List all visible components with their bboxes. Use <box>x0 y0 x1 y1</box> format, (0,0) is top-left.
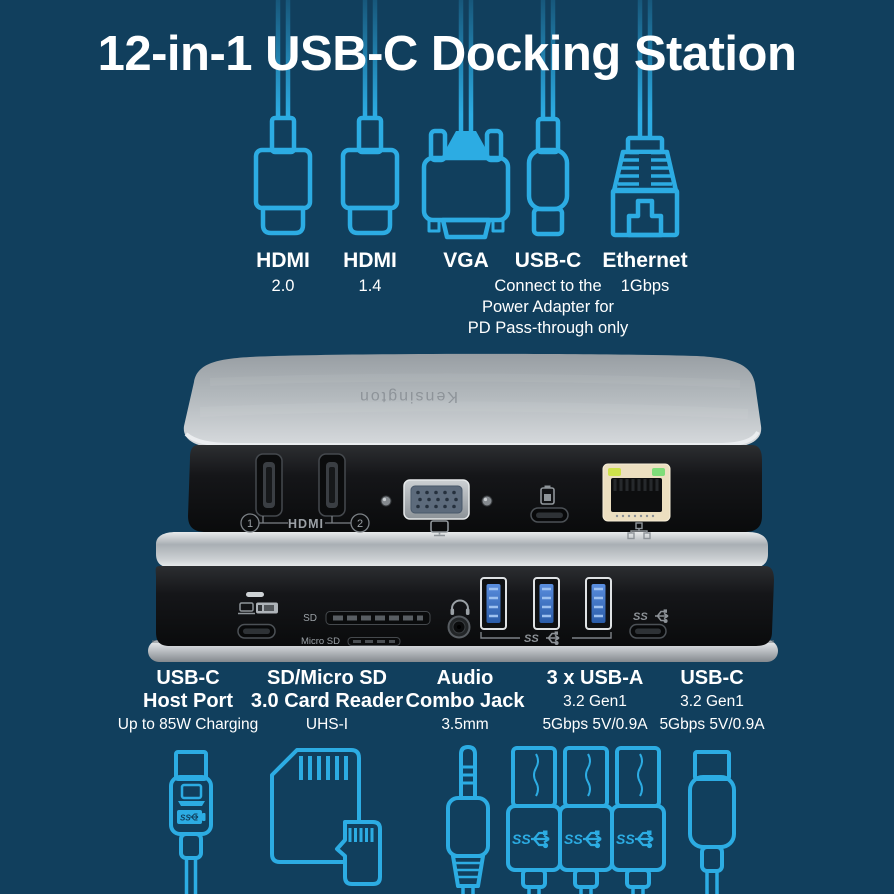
top-connector-icons <box>0 0 894 240</box>
port-name-2: Host Port <box>143 690 233 712</box>
port-label-card-reader: SD/Micro SD 3.0 Card Reader UHS-I <box>227 667 427 735</box>
port-name-2: 3.2 Gen1 <box>680 693 744 710</box>
ss-marking: SS <box>633 611 648 623</box>
dock-bottom-top-edge <box>156 532 768 568</box>
connector-name: USB-C <box>514 249 582 272</box>
dock-bottom-front-face <box>155 566 774 646</box>
hdmi-connector-icon <box>253 115 313 236</box>
hdmi-marking: HDMI <box>288 517 324 531</box>
ethernet-led-right <box>652 468 665 476</box>
vga-port <box>403 479 470 520</box>
port-spec: 5Gbps 5V/0.9A <box>542 716 648 733</box>
port-spec: 5Gbps 5V/0.9A <box>659 716 765 733</box>
ethernet-connector-icon <box>610 135 680 238</box>
port-number: 1 <box>247 518 253 530</box>
port-label-audio: Audio Combo Jack 3.5mm <box>365 667 565 735</box>
usb-c-host-port <box>237 623 276 639</box>
connector-name: Ethernet <box>602 249 688 272</box>
laptop-charging-icon <box>238 602 278 615</box>
port-label-usb-c-downstream: USB-C 3.2 Gen1 5Gbps 5V/0.9A <box>612 667 812 735</box>
connector-spec: 1.4 <box>358 277 382 295</box>
usb-a-port <box>585 577 612 630</box>
battery-icon <box>540 485 555 505</box>
ss-marking: SS <box>564 831 583 847</box>
usb-c-cable-icon <box>688 750 736 894</box>
usb-c-downstream-port <box>629 623 667 639</box>
connector-name: HDMI <box>256 249 310 272</box>
network-icon <box>627 522 651 540</box>
hdmi-port-markings <box>240 513 370 533</box>
docking-station-photo: SD Micro SD <box>148 353 778 662</box>
vga-connector-icon <box>421 128 511 240</box>
connector-label-usb-c: USB-C Connect to the Power Adapter for P… <box>438 248 658 339</box>
connector-label-vga: VGA <box>356 248 576 276</box>
port-name: USB-C <box>156 667 220 689</box>
brand-logo: Kensington <box>358 388 458 405</box>
port-name: SD/Micro SD <box>266 667 388 689</box>
superspeed-bracket-marking: SS <box>480 630 612 646</box>
dock-bottom-unit: SD Micro SD <box>148 532 778 662</box>
usb-a-cable-icon: SS <box>558 746 614 894</box>
connector-name: HDMI <box>343 249 397 272</box>
port-name-2: Combo Jack <box>405 690 525 712</box>
audio-plug-icon <box>446 745 490 894</box>
port-spec: Up to 85W Charging <box>117 716 259 733</box>
monitor-icon <box>430 520 449 537</box>
port-name: Audio <box>436 667 494 689</box>
usb-a-cable-icon: SS <box>506 746 562 894</box>
connector-label-hdmi-14: HDMI 1.4 <box>260 248 480 297</box>
connector-spec: 1Gbps <box>620 277 670 295</box>
ethernet-port <box>602 463 671 522</box>
sd-card-slot <box>325 611 431 625</box>
usb-c-connector-icon <box>526 116 570 237</box>
port-name-2: 3.0 Card Reader <box>250 690 404 712</box>
port-label-usb-a: 3 x USB-A 3.2 Gen1 5Gbps 5V/0.9A <box>495 667 695 735</box>
page-title: 12-in-1 USB-C Docking Station <box>97 27 797 81</box>
usb-a-port <box>480 577 507 630</box>
port-number: 2 <box>357 518 363 530</box>
port-name-2: 3.2 Gen1 <box>563 693 627 710</box>
hdmi-port-1 <box>255 453 283 517</box>
connector-spec: 2.0 <box>271 277 295 295</box>
screw <box>481 495 493 507</box>
micro-sd-slot-label: Micro SD <box>301 636 340 647</box>
micro-sd-card-icon <box>335 820 382 886</box>
connector-spec: Connect to the Power Adapter for PD Pass… <box>467 277 629 337</box>
sd-slot-label: SD <box>303 613 317 624</box>
ss-marking: SS <box>616 831 635 847</box>
usb-a-port <box>533 577 560 630</box>
superspeed-marking-right: SS <box>633 608 669 624</box>
hdmi-port-2 <box>318 453 346 517</box>
bottom-connector-icons: SS <box>169 745 736 894</box>
ethernet-led-left <box>608 468 621 476</box>
port-spec: UHS-I <box>305 716 349 733</box>
headphones-icon <box>450 599 470 615</box>
port-label-usb-c-host: USB-C Host Port Up to 85W Charging <box>88 667 288 735</box>
status-led-bar <box>246 592 264 597</box>
dock-top-unit: Kensington 1 2 HDMI <box>183 353 762 540</box>
port-name: 3 x USB-A <box>546 667 644 689</box>
usb-a-cable-icon: SS <box>610 746 666 894</box>
connector-label-ethernet: Ethernet 1Gbps <box>535 248 755 297</box>
audio-jack-port <box>447 615 471 639</box>
cable-fade-overlay <box>0 0 894 115</box>
dock-top-surface <box>183 353 762 448</box>
usb-c-power-port <box>530 507 569 523</box>
hdmi-connector-icon <box>340 115 400 236</box>
ss-marking: SS <box>512 831 531 847</box>
usb-c-host-cable-icon: SS <box>169 750 213 894</box>
connector-label-hdmi-20: HDMI 2.0 <box>173 248 393 297</box>
port-spec: 3.5mm <box>441 716 489 733</box>
screw <box>380 495 392 507</box>
port-name: USB-C <box>680 667 744 689</box>
connector-name: VGA <box>443 249 489 272</box>
ss-marking: SS <box>180 814 191 823</box>
micro-sd-card-slot <box>347 637 401 646</box>
ss-marking: SS <box>524 633 539 645</box>
